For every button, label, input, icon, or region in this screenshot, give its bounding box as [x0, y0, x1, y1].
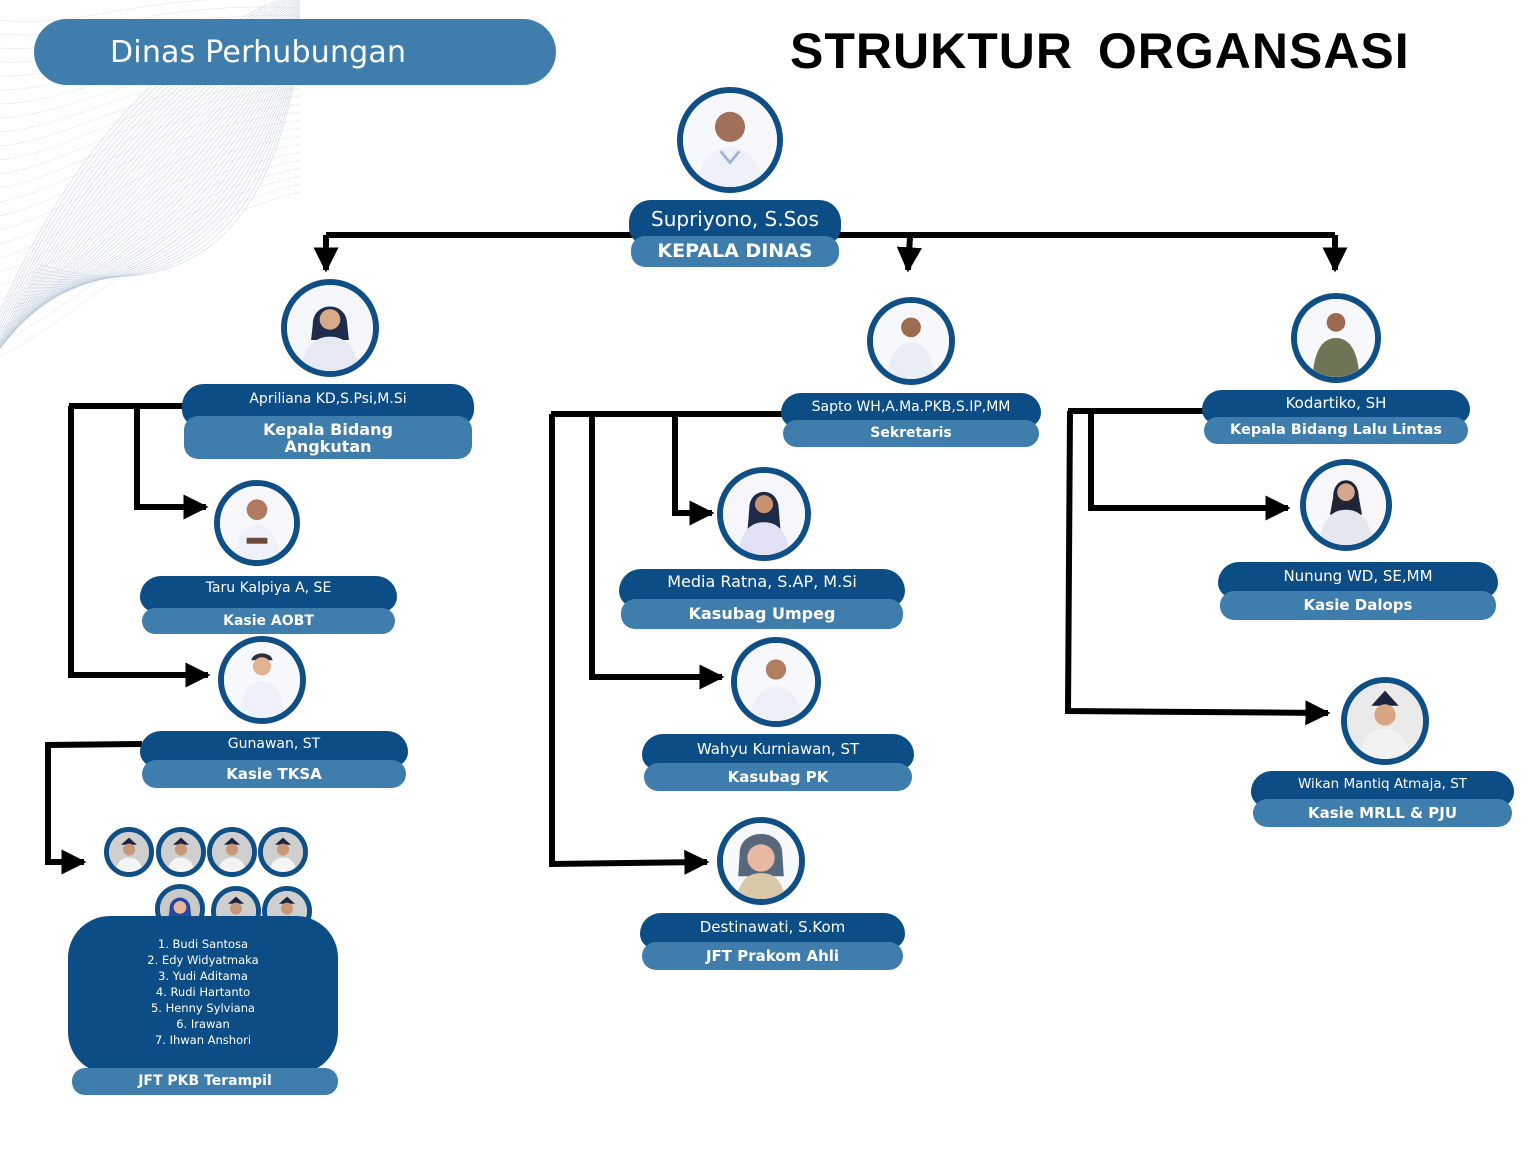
position-title: Kasie AOBT: [142, 608, 395, 634]
team-member-list-box: 1. Budi Santosa 2. Edy Widyatmaka 3. Yudi …: [68, 916, 338, 1074]
person-photo-icon: [109, 832, 149, 872]
connector-to-kasubag-pk: [589, 414, 725, 690]
person-photo-icon: [263, 832, 303, 872]
person-name: Taru Kalpiya A, SE: [140, 576, 397, 612]
team-position-title: JFT PKB Terampil: [72, 1068, 338, 1095]
card-kasubag-umpeg: Media Ratna, S.AP, M.Si Kasubag Umpeg: [619, 569, 905, 629]
person-photo-icon: [1306, 465, 1386, 545]
card-kasie-aobt: Taru Kalpiya A, SE Kasie AOBT: [140, 576, 397, 634]
team-member-item: 7. Ihwan Anshori: [154, 1033, 252, 1047]
person-photo-icon: [683, 93, 777, 187]
avatar-kasie-mrll: [1341, 677, 1429, 765]
person-photo-icon: [220, 486, 294, 560]
team-member-item: 1. Budi Santosa: [157, 937, 249, 951]
position-title: Kasubag Umpeg: [621, 599, 903, 629]
person-photo-icon: [1297, 299, 1375, 377]
team-member-item: 3. Yudi Aditama: [158, 969, 248, 983]
person-photo-icon: [723, 823, 799, 899]
connector-to-jft-prakom: [549, 414, 710, 875]
avatar-sekretaris: [867, 297, 955, 385]
person-photo-icon: [737, 643, 815, 721]
person-photo-icon: [873, 303, 949, 379]
card-kepala-bidang-lalu-lintas: Kodartiko, SH Kepala Bidang Lalu Lintas: [1202, 390, 1470, 444]
team-member-item: 2. Edy Widyatmaka: [147, 953, 259, 967]
card-kepala-bidang-angkutan: Apriliana KD,S.Psi,M.Si Kepala Bidang An…: [182, 384, 474, 459]
person-photo-icon: [1347, 683, 1423, 759]
connector-to-sekretaris: [896, 236, 922, 273]
position-title: Kasie Dalops: [1220, 591, 1496, 620]
person-photo-icon: [212, 832, 252, 872]
position-title: Kepala Bidang Lalu Lintas: [1204, 417, 1468, 444]
person-photo-icon: [723, 473, 805, 555]
avatar-kepala-dinas: [677, 87, 783, 193]
card-kasie-tksa: Gunawan, ST Kasie TKSA: [140, 731, 408, 788]
card-kasie-dalops: Nunung WD, SE,MM Kasie Dalops: [1218, 562, 1498, 620]
card-jft-prakom: Destinawati, S.Kom JFT Prakom Ahli: [640, 913, 905, 970]
position-title: Kasie TKSA: [142, 760, 406, 788]
avatar-kepala-bidang-lalu-lintas: [1291, 293, 1381, 383]
person-photo-icon: [161, 832, 201, 872]
team-member-avatar: [156, 827, 206, 877]
position-title: Kasie MRLL & PJU: [1253, 799, 1512, 827]
avatar-jft-prakom: [717, 817, 805, 905]
organization-name: Dinas Perhubungan: [110, 34, 407, 70]
position-title: Kepala Bidang Angkutan: [184, 416, 472, 459]
team-member-avatar: [258, 827, 308, 877]
team-member-avatar: [207, 827, 257, 877]
page-title: STRUKTUR ORGANSASI: [790, 23, 1410, 79]
avatar-kasubag-pk: [731, 637, 821, 727]
avatar-kasubag-umpeg: [717, 467, 811, 561]
card-sekretaris: Sapto WH,A.Ma.PKB,S.IP,MM Sekretaris: [781, 393, 1041, 447]
team-member-avatar: [104, 827, 154, 877]
avatar-kepala-bidang-angkutan: [281, 279, 379, 377]
card-kasie-mrll: Wikan Mantiq Atmaja, ST Kasie MRLL & PJU: [1251, 771, 1514, 827]
position-title: JFT Prakom Ahli: [642, 942, 903, 970]
card-kasubag-pk: Wahyu Kurniawan, ST Kasubag PK: [642, 734, 914, 791]
team-member-item: 6. Irawan: [176, 1017, 230, 1031]
person-photo-icon: [287, 285, 373, 371]
avatar-kasie-tksa: [218, 636, 306, 724]
avatar-kasie-dalops: [1300, 459, 1392, 551]
avatar-kasie-aobt: [214, 480, 300, 566]
position-title: Sekretaris: [783, 420, 1039, 447]
connector-to-kasubag-umpeg: [672, 414, 715, 526]
team-member-list: 1. Budi Santosa 2. Edy Widyatmaka 3. Yudi …: [68, 936, 338, 1048]
person-photo-icon: [224, 642, 300, 718]
position-title: Kasubag PK: [644, 763, 912, 791]
team-member-item: 5. Henny Sylviana: [150, 1001, 256, 1015]
card-kepala-dinas: Supriyono, S.Sos KEPALA DINAS: [629, 200, 841, 267]
team-member-item: 4. Rudi Hartanto: [155, 985, 251, 999]
organization-name-banner: Dinas Perhubungan: [34, 19, 556, 85]
position-title: KEPALA DINAS: [631, 236, 839, 267]
